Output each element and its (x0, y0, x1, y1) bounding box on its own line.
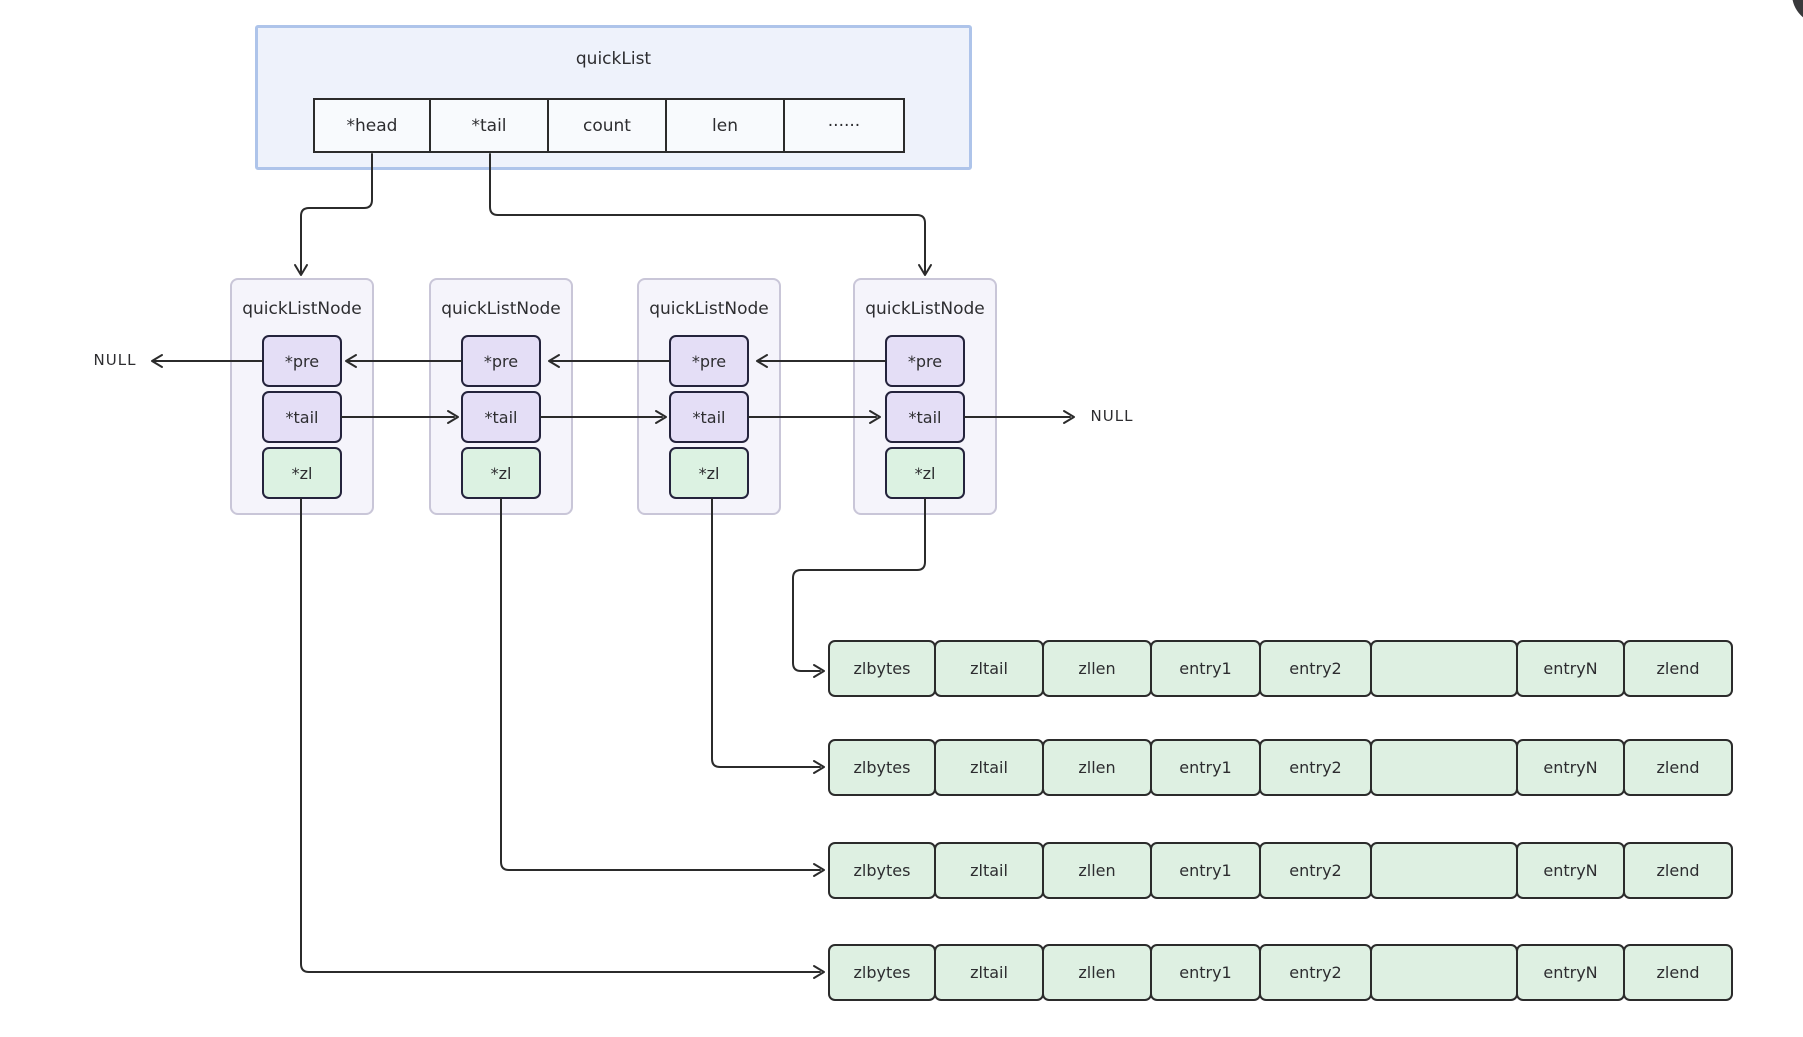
quicklist-field-count: count (547, 98, 667, 153)
entry1-cell: entry1 (1150, 640, 1261, 697)
entryN-cell: entryN (1516, 842, 1625, 899)
ziplist-row-4: zlbytes zltail zllen entry1 entry2 entry… (828, 944, 1733, 1001)
entry-ellipsis-cell (1370, 944, 1518, 1001)
quicklistnode-4: quickListNode *pre *tail *zl (853, 278, 997, 515)
zlend-cell: zlend (1623, 842, 1733, 899)
entry1-cell: entry1 (1150, 944, 1261, 1001)
quicklist-box: quickList *head *tail count len ······ (255, 25, 972, 170)
null-label-left: NULL (93, 351, 137, 369)
node4-pre-cell: *pre (885, 335, 965, 387)
quicklist-title: quickList (575, 49, 652, 69)
entryN-cell: entryN (1516, 640, 1625, 697)
quicklist-field-len: len (665, 98, 785, 153)
quicklistnode-3: quickListNode *pre *tail *zl (637, 278, 781, 515)
quicklist-field-head: *head (313, 98, 431, 153)
entry-ellipsis-cell (1370, 640, 1518, 697)
null-label-right: NULL (1090, 407, 1134, 425)
ziplist-row-2: zlbytes zltail zllen entry1 entry2 entry… (828, 739, 1733, 796)
quicklist-field-tail: *tail (429, 98, 549, 153)
zltail-cell: zltail (934, 842, 1044, 899)
entry-ellipsis-cell (1370, 842, 1518, 899)
zlend-cell: zlend (1623, 944, 1733, 1001)
arrow-node2-zl-to-ziplist3 (500, 498, 825, 877)
zllen-cell: zllen (1042, 944, 1152, 1001)
entry2-cell: entry2 (1259, 739, 1372, 796)
entryN-cell: entryN (1516, 944, 1625, 1001)
arrow-node3-zl-to-ziplist2 (711, 498, 825, 774)
zltail-cell: zltail (934, 739, 1044, 796)
node1-zl-cell: *zl (262, 447, 342, 499)
node2-pre-cell: *pre (461, 335, 541, 387)
zlend-cell: zlend (1623, 739, 1733, 796)
zlbytes-cell: zlbytes (828, 739, 936, 796)
arrow-tail-to-node4 (489, 153, 932, 276)
node4-tail-cell: *tail (885, 391, 965, 443)
zlend-cell: zlend (1623, 640, 1733, 697)
quicklistnode-1: quickListNode *pre *tail *zl (230, 278, 374, 515)
entry2-cell: entry2 (1259, 944, 1372, 1001)
node3-pre-cell: *pre (669, 335, 749, 387)
zltail-cell: zltail (934, 640, 1044, 697)
node2-tail-cell: *tail (461, 391, 541, 443)
node1-pre-cell: *pre (262, 335, 342, 387)
node3-zl-cell: *zl (669, 447, 749, 499)
zlbytes-cell: zlbytes (828, 842, 936, 899)
entry2-cell: entry2 (1259, 842, 1372, 899)
zltail-cell: zltail (934, 944, 1044, 1001)
node4-zl-cell: *zl (885, 447, 965, 499)
quicklist-field-more: ······ (783, 98, 905, 153)
node2-zl-cell: *zl (461, 447, 541, 499)
node1-tail-cell: *tail (262, 391, 342, 443)
arrow-head-to-node1 (294, 153, 373, 276)
entry1-cell: entry1 (1150, 842, 1261, 899)
node-title: quickListNode (441, 299, 561, 319)
node-title: quickListNode (242, 299, 362, 319)
zllen-cell: zllen (1042, 739, 1152, 796)
zllen-cell: zllen (1042, 842, 1152, 899)
entry-ellipsis-cell (1370, 739, 1518, 796)
quicklistnode-2: quickListNode *pre *tail *zl (429, 278, 573, 515)
entry1-cell: entry1 (1150, 739, 1261, 796)
entry2-cell: entry2 (1259, 640, 1372, 697)
quicklist-field-row: *head *tail count len ······ (313, 98, 905, 153)
ziplist-row-3: zlbytes zltail zllen entry1 entry2 entry… (828, 842, 1733, 899)
node3-tail-cell: *tail (669, 391, 749, 443)
zlbytes-cell: zlbytes (828, 640, 936, 697)
node-title: quickListNode (865, 299, 985, 319)
node-title: quickListNode (649, 299, 769, 319)
zllen-cell: zllen (1042, 640, 1152, 697)
arrow-node1-zl-to-ziplist4 (300, 498, 825, 979)
corner-shape (1792, 0, 1803, 18)
zlbytes-cell: zlbytes (828, 944, 936, 1001)
ziplist-row-1: zlbytes zltail zllen entry1 entry2 entry… (828, 640, 1733, 697)
entryN-cell: entryN (1516, 739, 1625, 796)
